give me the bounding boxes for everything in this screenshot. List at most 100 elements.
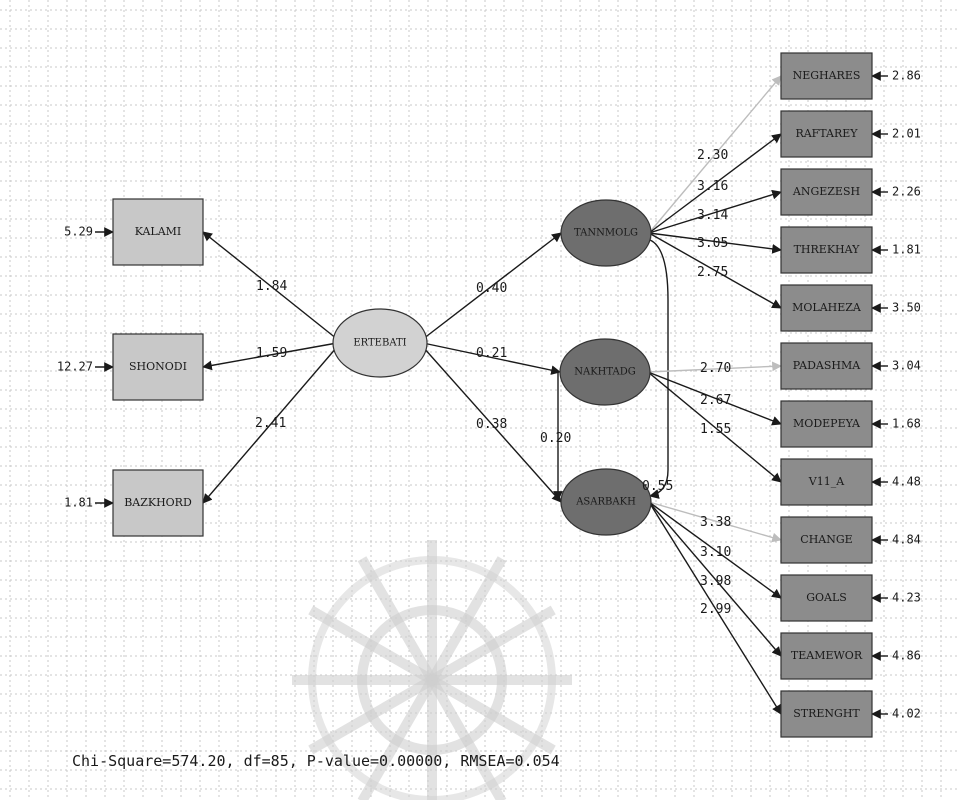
observed-variable-label: BAZKHORD: [124, 496, 192, 509]
error-variance-label: 1.81: [64, 496, 93, 510]
observed-variable-label: ANGEZESH: [792, 185, 860, 198]
loading-arrow: [647, 361, 782, 373]
path-arrow: [202, 231, 338, 340]
watermark-ornament: [292, 540, 572, 800]
loading-label: 3.38: [700, 515, 731, 530]
error-variance-label: 1.68: [892, 417, 921, 431]
error-variance-label: 4.48: [892, 475, 921, 489]
loading-arrow: [648, 232, 782, 309]
path-arrow: [422, 342, 561, 375]
loading-label: 2.99: [700, 602, 731, 617]
path-coefficients: 5.29 12.27 1.81 2.86 2.01 2.26 1.81 3.50 3.04 1.6…: [57, 69, 921, 721]
exogenous-latent-label: ERTEBATI: [353, 338, 406, 349]
observed-variable-box: [112, 198, 204, 266]
error-variance-label: 4.84: [892, 533, 921, 547]
error-variance-label: 2.01: [892, 127, 921, 141]
endogenous-latent-label: ASARBAKH: [575, 497, 636, 508]
observed-variable-box: [780, 458, 873, 506]
path-coefficient-label: 0.40: [476, 281, 507, 296]
fit-statistics: Chi-Square=574.20, df=85, P-value=0.0000…: [72, 752, 560, 770]
loading-arrow: [648, 133, 782, 234]
loading-label: 2.30: [697, 148, 728, 163]
endogenous-latent-ellipse: [560, 199, 652, 267]
observed-variable-label: SHONODI: [129, 360, 187, 373]
diagram-nodes: KALAMI SHONODI BAZKHORD ERTEBATI TANNMOLG NAK…: [112, 52, 873, 738]
path-coefficient-label: 0.21: [476, 346, 507, 361]
path-arrow: [202, 346, 338, 504]
observed-variable-label: TEAMEWOR: [791, 649, 863, 662]
loading-label: 1.59: [256, 346, 287, 361]
loading-arrow: [647, 371, 782, 483]
path-coefficient-label: 0.20: [540, 431, 571, 446]
loading-arrow: [648, 189, 782, 234]
error-variance-label: 4.02: [892, 707, 921, 721]
observed-variable-label: THREKHAY: [794, 243, 861, 256]
error-variance-label: 2.86: [892, 69, 921, 83]
endogenous-latent-ellipse: [559, 338, 651, 406]
observed-variable-box: [780, 516, 873, 564]
loading-label: 3.05: [697, 236, 728, 251]
loading-label: 2.70: [700, 361, 731, 376]
loading-label: 3.98: [700, 574, 731, 589]
loading-label: 2.67: [700, 393, 731, 408]
observed-variable-label: PADASHMA: [793, 359, 861, 372]
exogenous-latent-ellipse: [332, 308, 428, 378]
observed-variable-label: STRENGHT: [793, 707, 860, 720]
loading-label: 3.16: [697, 179, 728, 194]
path-coefficient-label: 0.55: [642, 479, 673, 494]
observed-variable-label: RAFTAREY: [795, 127, 858, 140]
observed-variable-label: MOLAHEZA: [792, 301, 862, 314]
error-variance-label: 3.50: [892, 301, 921, 315]
path-arrow: [649, 239, 669, 499]
loading-arrow: [648, 501, 782, 715]
endogenous-latent-label: NAKHTADG: [574, 367, 636, 378]
observed-variable-label: CHANGE: [800, 533, 852, 546]
observed-variable-box: [780, 574, 873, 622]
observed-variable-box: [780, 226, 873, 274]
loading-arrow: [648, 232, 782, 254]
observed-variable-label: NEGHARES: [793, 69, 861, 82]
endogenous-latent-label: TANNMOLG: [574, 228, 638, 239]
observed-variable-box: [780, 284, 873, 332]
observed-variable-box: [780, 52, 873, 100]
path-arrow: [202, 342, 338, 371]
observed-variable-box: [780, 110, 873, 158]
loading-arrow: [648, 501, 782, 599]
endogenous-latent-ellipse: [560, 468, 652, 536]
error-variance-label: 1.81: [892, 243, 921, 257]
observed-variable-label: KALAMI: [135, 225, 182, 238]
observed-variable-label: MODEPEYA: [793, 417, 861, 430]
error-variance-label: 2.26: [892, 185, 921, 199]
observed-variable-box: [780, 690, 873, 738]
watermark-ring: [357, 605, 507, 755]
observed-variable-box: [780, 632, 873, 680]
loading-label: 3.10: [700, 545, 731, 560]
loading-label: 2.75: [697, 265, 728, 280]
loading-label: 1.55: [700, 422, 731, 437]
error-variance-label: 5.29: [64, 225, 93, 239]
loading-label: 3.14: [697, 208, 728, 223]
watermark-ring: [308, 556, 556, 800]
path-arrow: [422, 232, 562, 340]
loading-label: 2.41: [255, 416, 286, 431]
loading-arrow: [648, 75, 782, 234]
error-variance-label: 4.86: [892, 649, 921, 663]
path-arrow: [422, 346, 562, 503]
observed-variable-box: [780, 168, 873, 216]
path-arrows: [95, 71, 888, 719]
error-variance-label: 12.27: [57, 360, 93, 374]
observed-variable-box: [112, 333, 204, 401]
loading-arrow: [648, 501, 782, 657]
error-variance-label: 3.04: [892, 359, 921, 373]
observed-variable-box: [780, 400, 873, 448]
observed-variable-box: [112, 469, 204, 537]
loading-arrow: [648, 501, 782, 543]
loading-label: 1.84: [256, 279, 287, 294]
path-coefficient-label: 0.38: [476, 417, 507, 432]
observed-variable-label: GOALS: [806, 591, 847, 604]
observed-variable-box: [780, 342, 873, 390]
loading-arrow: [647, 371, 782, 426]
observed-variable-label: V11_A: [808, 475, 845, 488]
